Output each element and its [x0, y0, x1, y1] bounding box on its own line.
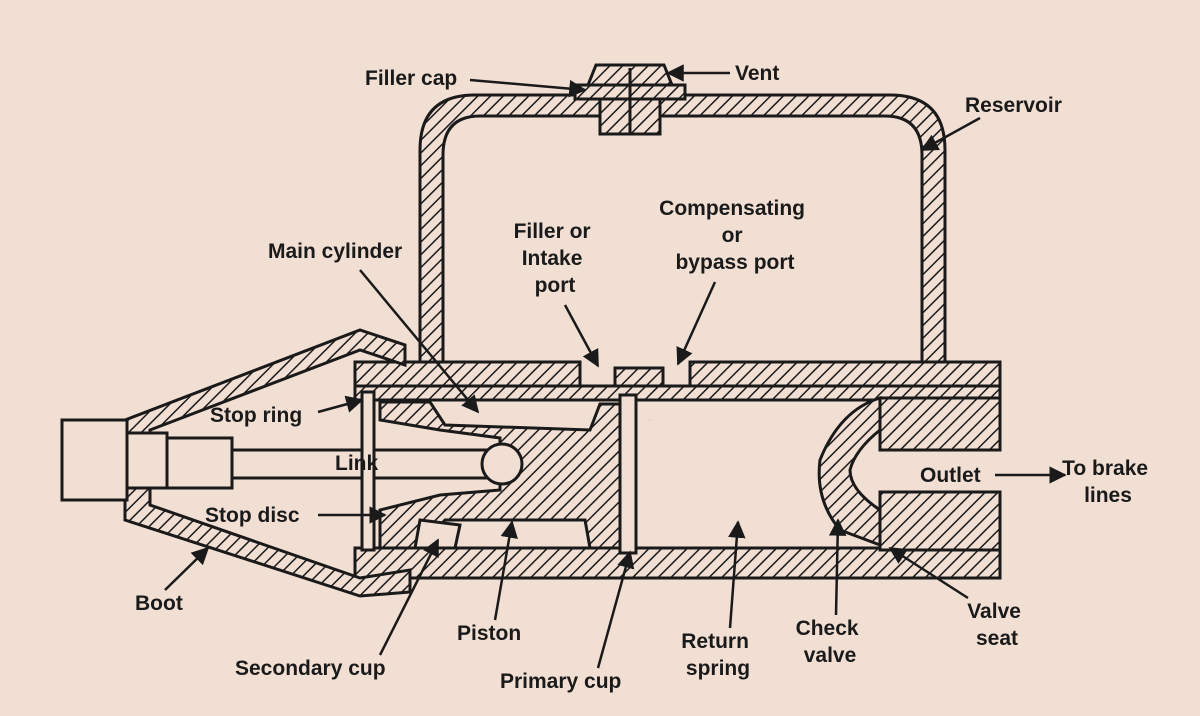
reservoir-wall — [418, 93, 947, 384]
primary-cup — [618, 393, 638, 555]
leader-compensating-port — [676, 281, 717, 366]
label-link: Link — [335, 452, 378, 475]
label-vent: Vent — [735, 62, 779, 85]
label-return-spring: Return spring — [681, 630, 755, 680]
cylinder-top-wall — [353, 384, 1002, 402]
label-stop-ring: Stop ring — [210, 404, 302, 427]
label-outlet: Outlet — [920, 464, 981, 487]
push-rod-head — [165, 436, 234, 490]
leader-filler-port — [563, 304, 600, 368]
label-filler-cap: Filler cap — [365, 67, 457, 90]
piston-link-joint — [480, 442, 524, 486]
leader-valve-seat — [888, 546, 969, 600]
label-check-valve: Check valve — [796, 617, 865, 667]
label-reservoir: Reservoir — [965, 94, 1062, 117]
check-valve — [817, 395, 882, 548]
label-to-brake-lines: To brake lines — [1062, 457, 1154, 507]
leader-piston — [493, 520, 518, 621]
leader-boot — [164, 546, 210, 591]
label-secondary-cup: Secondary cup — [235, 657, 386, 680]
cylinder-end-wall — [878, 396, 1002, 452]
leader-filler-cap — [469, 78, 587, 98]
label-filler-port: Filler or Intake port — [514, 220, 597, 297]
reservoir-floor-right — [688, 360, 1002, 388]
secondary-cup — [413, 518, 462, 550]
boot — [123, 328, 412, 598]
label-piston: Piston — [457, 622, 521, 645]
label-valve-seat: Valve seat — [967, 600, 1027, 650]
cylinder-end-wall-lower — [878, 490, 1002, 552]
leader-primary-cup — [596, 550, 635, 669]
label-boot: Boot — [135, 592, 183, 615]
leader-secondary-cup — [378, 538, 440, 656]
leader-main-cylinder — [359, 269, 480, 414]
leader-return-spring — [728, 520, 746, 629]
label-main-cylinder: Main cylinder — [268, 240, 402, 263]
leader-check-valve — [828, 518, 847, 616]
leader-stop-ring — [317, 395, 364, 414]
push-rod-collar — [125, 431, 169, 490]
reservoir-floor-left — [353, 360, 582, 388]
leader-reservoir — [920, 116, 981, 152]
label-stop-disc: Stop disc — [205, 504, 300, 527]
return-spring-core — [648, 418, 847, 532]
label-compensating-port: Compensating or bypass port — [659, 197, 811, 274]
cylinder-bottom-wall — [353, 546, 1002, 580]
push-rod-end — [60, 418, 129, 502]
label-primary-cup: Primary cup — [500, 670, 621, 693]
